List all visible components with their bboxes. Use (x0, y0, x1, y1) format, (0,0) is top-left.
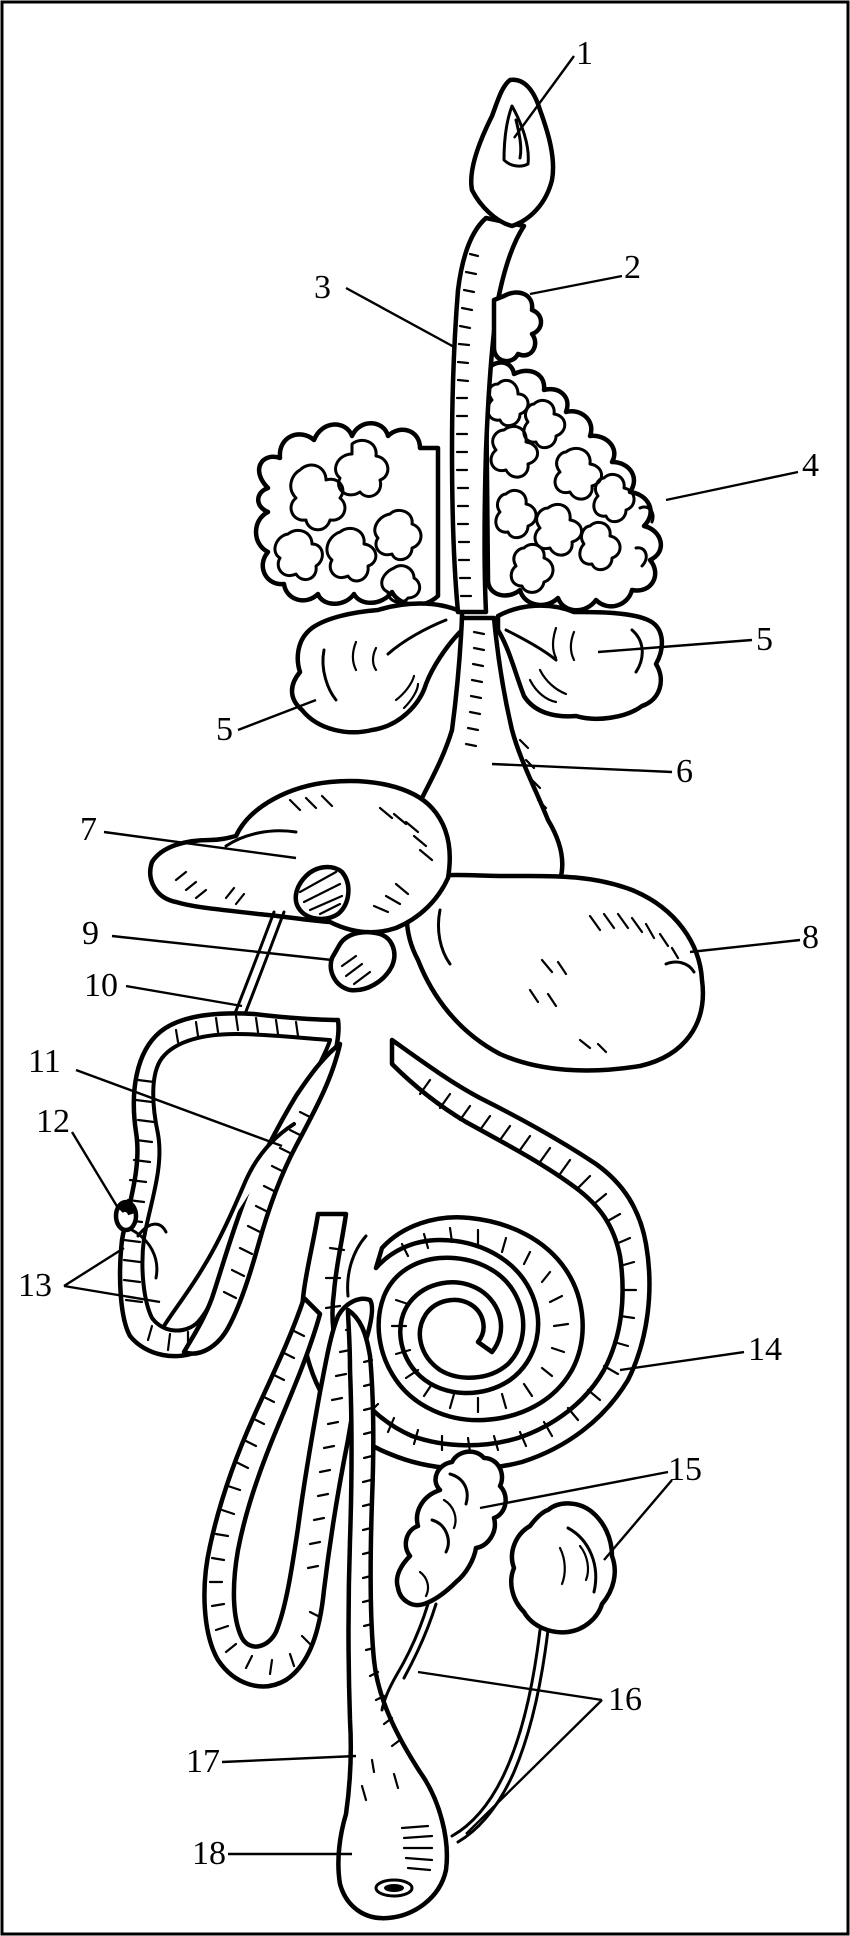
leader-5b (597, 638, 753, 654)
leader-17 (221, 1754, 357, 1764)
pancreatic-loop (162, 1041, 343, 1356)
leader-15b (603, 1479, 673, 1561)
neck-gland (491, 290, 544, 364)
spleen-bodies (113, 1199, 168, 1280)
label-10: 10 (84, 967, 118, 1004)
label-2: 2 (624, 249, 641, 286)
label-17: 17 (186, 1743, 220, 1780)
label-12: 12 (36, 1103, 70, 1140)
leader-15a (479, 1470, 669, 1510)
label-14: 14 (748, 1331, 782, 1368)
label-16: 16 (608, 1681, 642, 1718)
leader-9 (111, 934, 333, 962)
leader-7 (103, 830, 297, 860)
leader-16b (465, 1699, 603, 1835)
gonad-left (394, 1449, 508, 1608)
label-9: 9 (82, 915, 99, 952)
label-1: 1 (576, 35, 593, 72)
label-5-left: 5 (216, 711, 233, 748)
gland-cluster-right (483, 360, 664, 613)
liver (148, 778, 452, 935)
leader-5a (237, 698, 317, 732)
gland-cluster-left (253, 421, 441, 608)
leader-13b (63, 1284, 161, 1304)
leader-1 (513, 55, 575, 139)
leader-10 (125, 984, 243, 1008)
leader-3 (345, 286, 457, 350)
label-6: 6 (676, 753, 693, 790)
rectum (336, 1307, 450, 1921)
label-7: 7 (80, 811, 97, 848)
gallbladder (328, 929, 397, 993)
gonoducts (380, 1602, 550, 1844)
leader-6 (491, 762, 673, 774)
gonad-right (509, 1501, 617, 1635)
label-18: 18 (192, 1835, 226, 1872)
lobe-right (495, 603, 664, 721)
label-8: 8 (802, 919, 819, 956)
lobe-left (289, 601, 465, 735)
label-3: 3 (314, 269, 331, 306)
leader-4 (665, 470, 799, 502)
intestinal-coil (299, 1037, 652, 1472)
label-5-right: 5 (756, 621, 773, 658)
leader-8 (689, 938, 801, 954)
leader-12 (70, 1131, 120, 1209)
leader-14 (619, 1350, 745, 1372)
gizzard (404, 872, 706, 1073)
leader-lines (63, 55, 801, 1856)
leader-16a (417, 1670, 603, 1702)
label-15: 15 (668, 1451, 702, 1488)
leader-11 (75, 1068, 283, 1148)
label-4: 4 (802, 447, 819, 484)
labels: 1 2 3 4 5 5 6 7 8 9 10 11 12 13 14 15 16… (18, 35, 819, 1872)
leader-2 (529, 274, 623, 296)
label-13: 13 (18, 1267, 52, 1304)
leader-13a (63, 1246, 125, 1288)
beak (468, 77, 556, 229)
label-11: 11 (28, 1043, 61, 1080)
